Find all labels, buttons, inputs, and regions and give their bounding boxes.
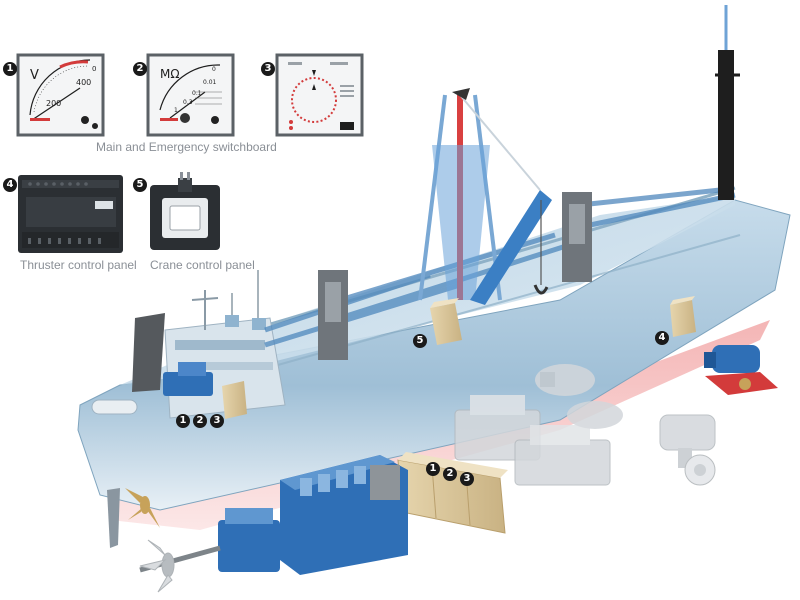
voltmeter-scale-mid: 200 xyxy=(46,99,62,108)
caption-switchboard: Main and Emergency switchboard xyxy=(96,140,277,154)
voltmeter-scale-zero: 0 xyxy=(92,65,97,73)
hatch-gantry-1 xyxy=(318,270,348,360)
bow-mast xyxy=(715,5,740,200)
marker-5-crane: 5 xyxy=(413,334,427,348)
insulation-meter-unit: MΩ xyxy=(160,67,180,81)
marker-4-bow: 4 xyxy=(655,331,669,345)
shaft-gearbox xyxy=(218,508,280,572)
voltmeter-unit: V xyxy=(30,68,39,83)
caption-thruster-panel: Thruster control panel xyxy=(20,258,137,272)
rudder xyxy=(107,488,120,548)
voltmeter-scale-high: 400 xyxy=(76,78,92,87)
cabinet-thruster-panel xyxy=(670,296,696,337)
voltmeter-panel xyxy=(16,53,105,137)
synchroscope-panel xyxy=(275,53,364,137)
marker-1-engine-room: 1 xyxy=(426,462,440,476)
main-engine xyxy=(280,455,408,575)
cabinet-emergency-switchboard xyxy=(222,381,247,419)
insulation-scale-4: 1 xyxy=(174,107,178,114)
marker-3-engine-room: 3 xyxy=(460,472,474,486)
crane-control-transformer xyxy=(150,172,220,250)
marker-5-crane-panel: 5 xyxy=(133,178,147,192)
emergency-generator xyxy=(163,362,213,396)
marker-2-meter: 2 xyxy=(133,62,147,76)
marker-1-meter: 1 xyxy=(3,62,17,76)
cabinet-crane-panel xyxy=(430,298,462,345)
bow-thruster-grey xyxy=(659,414,716,486)
stern-propeller xyxy=(125,488,160,528)
marker-2-engine-room: 2 xyxy=(443,467,457,481)
insulation-meter-panel xyxy=(146,53,235,137)
insulation-scale-2: 0.1 xyxy=(192,90,202,97)
marker-1-superstructure: 1 xyxy=(176,414,190,428)
main-propeller xyxy=(139,539,175,593)
caption-crane-panel: Crane control panel xyxy=(150,258,255,272)
bow-thruster-blue xyxy=(704,345,778,395)
insulation-scale-3: 0.3 xyxy=(183,99,193,106)
funnel xyxy=(132,313,165,392)
insulation-scale-1: 0.01 xyxy=(203,79,217,86)
marker-2-superstructure: 2 xyxy=(193,414,207,428)
cabinet-main-switchboard xyxy=(397,452,508,534)
ship-hull xyxy=(77,199,791,511)
crane xyxy=(418,88,552,305)
lifeboat xyxy=(91,399,138,415)
marker-4-thruster-panel: 4 xyxy=(3,178,17,192)
insulation-scale-0: 0 xyxy=(212,66,216,73)
thruster-control-module xyxy=(18,175,123,253)
hatch-gantry-2 xyxy=(562,192,592,282)
marker-3-superstructure: 3 xyxy=(210,414,224,428)
aux-generator-2 xyxy=(514,401,623,486)
marker-3-meter: 3 xyxy=(261,62,275,76)
